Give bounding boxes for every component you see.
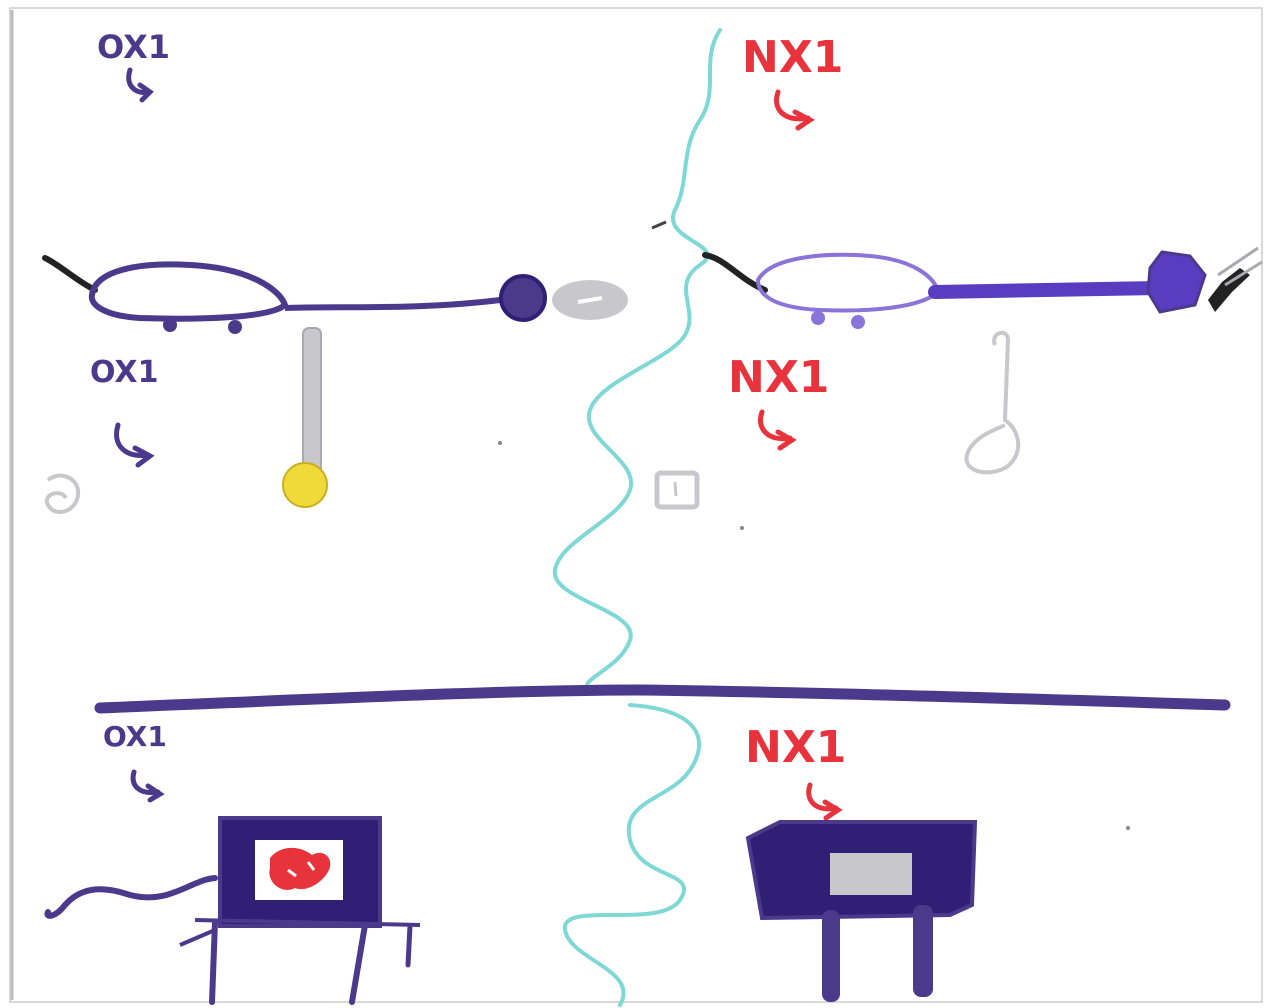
left-dot-2 <box>228 320 242 334</box>
label-ox1-bottom-left: OX1 <box>103 720 167 753</box>
stray-dot-3 <box>1126 826 1130 830</box>
left-ellipse <box>88 261 289 322</box>
label-nx1-mid-right: NX1 <box>728 352 829 403</box>
gray-scribble-left <box>44 473 81 515</box>
stray-dot-1 <box>498 441 502 445</box>
label-nx1-bottom-right: NX1 <box>745 722 846 773</box>
black-tail-left <box>42 255 98 293</box>
left-box-red-figure <box>269 847 331 890</box>
left-box-cord <box>44 875 218 919</box>
right-gray-lines <box>1217 246 1263 287</box>
left-table-leg-1 <box>209 919 218 1005</box>
right-black-tip <box>1208 268 1250 312</box>
arrow-bottom-left <box>130 769 165 803</box>
gray-hook <box>964 330 1021 475</box>
right-box-leg-2 <box>913 905 933 997</box>
right-dot-2 <box>851 315 865 329</box>
label-ox1-top-left: OX1 <box>97 28 170 66</box>
left-gray-highlight <box>577 296 603 304</box>
arrow-top-left <box>126 67 154 103</box>
right-box-screen <box>830 853 912 895</box>
label-nx1-top-right: NX1 <box>742 32 843 83</box>
arrow-mid-right <box>758 409 797 451</box>
right-box-leg-1 <box>822 910 840 1002</box>
gray-stick <box>302 327 322 479</box>
arrow-top-right <box>774 89 815 131</box>
cyan-wave-top <box>552 28 722 692</box>
gray-square-mark <box>673 481 678 497</box>
gray-square <box>654 470 700 510</box>
left-table-top <box>194 918 421 927</box>
arrow-mid-left <box>114 422 155 468</box>
label-ox1-mid-left: OX1 <box>90 355 158 390</box>
left-box-red-figure-detail <box>287 861 316 878</box>
right-head <box>1146 250 1207 314</box>
cyan-wave-bottom <box>562 703 701 1007</box>
arrow-bottom-right <box>806 782 843 821</box>
left-table-leg-2 <box>349 922 368 1005</box>
stray-mark-1 <box>651 220 667 230</box>
right-dot-1 <box>811 311 825 325</box>
horizontal-divider <box>94 684 1231 714</box>
yellow-ball <box>282 462 328 508</box>
left-chain <box>284 297 501 311</box>
left-table-brace <box>179 928 216 947</box>
left-head <box>499 274 547 322</box>
stray-dot-2 <box>740 526 744 530</box>
left-table-leg-3 <box>405 923 413 968</box>
right-chain <box>928 281 1167 299</box>
left-dot-1 <box>163 318 177 332</box>
